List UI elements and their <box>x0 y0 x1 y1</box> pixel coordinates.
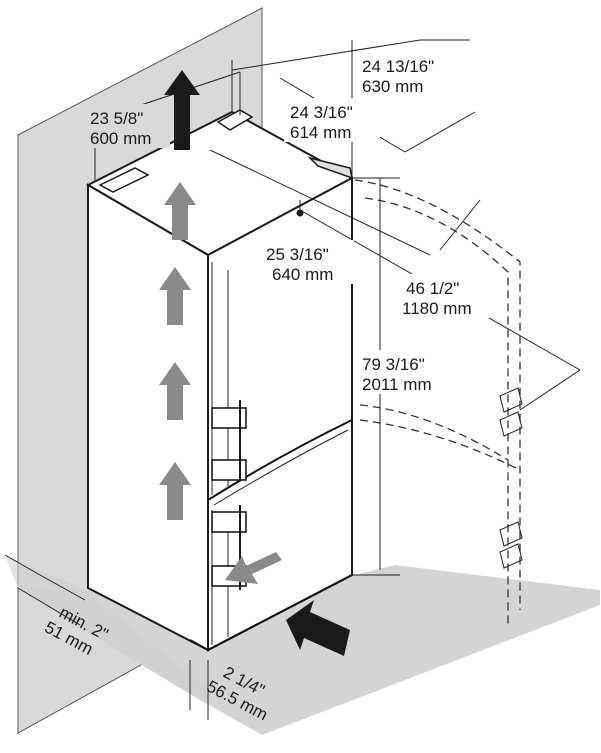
width-mm: 600 mm <box>90 129 151 148</box>
label-width: 23 5/8" 600 mm <box>84 104 170 148</box>
top-depth-inner-in: 24 3/16" <box>290 103 353 122</box>
refrigerator-body <box>85 109 355 652</box>
clearance-dashed-outline <box>354 179 521 625</box>
airflow-arrow-up-2 <box>159 267 191 325</box>
label-height: 79 3/16" 2011 mm <box>360 350 454 394</box>
label-top-depth-outer: 24 13/16" 630 mm <box>356 52 460 96</box>
width-in: 23 5/8" <box>90 109 143 128</box>
height-mm: 2011 mm <box>362 375 432 394</box>
door-open-mm: 1180 mm <box>402 299 472 318</box>
door-depth-in: 25 3/16" <box>266 245 329 264</box>
floor-left-strip <box>5 555 210 700</box>
label-door-depth: 25 3/16" 640 mm <box>262 240 354 284</box>
airflow-arrow-up-3 <box>159 362 191 420</box>
top-depth-outer-in: 24 13/16" <box>362 57 434 76</box>
hinge-fitting-lower <box>499 521 523 569</box>
door-open-in: 46 1/2" <box>406 279 459 298</box>
airflow-arrow-up-1 <box>164 182 196 240</box>
airflow-arrow-intake <box>225 552 282 584</box>
top-depth-inner-mm: 614 mm <box>290 123 351 142</box>
intake-arrow <box>286 600 350 656</box>
airflow-arrows <box>159 182 282 584</box>
height-in: 79 3/16" <box>362 355 425 374</box>
airflow-arrow-up-4 <box>159 462 191 520</box>
label-top-depth-inner: 24 3/16" 614 mm <box>284 98 380 142</box>
top-depth-outer-mm: 630 mm <box>362 77 423 96</box>
door-depth-mm: 640 mm <box>272 265 333 284</box>
label-door-open: 46 1/2" 1180 mm <box>402 274 490 318</box>
exhaust-arrow <box>164 70 200 150</box>
hinge-fitting-upper <box>499 387 523 437</box>
door-depth-marker <box>296 209 304 217</box>
